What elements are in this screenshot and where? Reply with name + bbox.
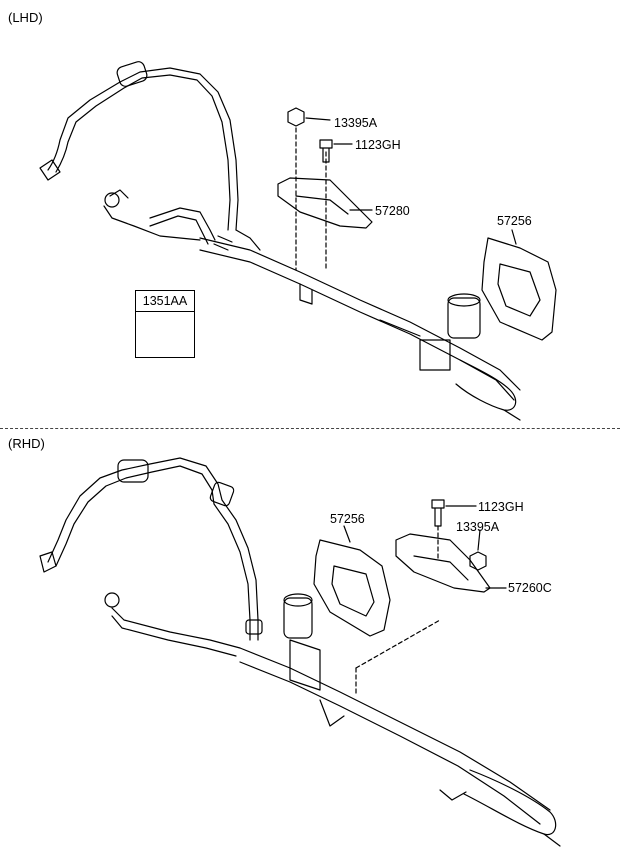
lhd-bracket-57280 xyxy=(277,177,373,229)
rhd-label-bracket: 57260C xyxy=(508,581,552,595)
lhd-hose-sleeve xyxy=(116,61,148,87)
rhd-rack-housing xyxy=(239,647,551,811)
rhd-bracket-57260c xyxy=(395,533,491,593)
lhd-label-nut: 13395A xyxy=(334,116,378,130)
section-divider xyxy=(0,428,620,429)
rhd-nut-13395a xyxy=(469,551,487,571)
rhd-steering-gear-assembly xyxy=(39,457,561,847)
rhd-cover-57256 xyxy=(313,539,391,637)
rhd-valve-body xyxy=(283,597,313,639)
lhd-valve-body xyxy=(447,297,481,339)
lhd-rack-housing xyxy=(199,237,521,391)
grommet-part-number: 1351AA xyxy=(136,291,194,312)
lhd-hose-fitting xyxy=(39,159,61,181)
rhd-label-bolt: 1123GH xyxy=(478,500,524,514)
lhd-bolt-1123gh xyxy=(319,139,333,163)
rhd-bolt-1123gh xyxy=(431,499,445,527)
rhd-label-cover: 57256 xyxy=(330,512,365,526)
lhd-label-cover: 57256 xyxy=(497,214,532,228)
lhd-cover-57256 xyxy=(481,237,557,341)
section-title-rhd: (RHD) xyxy=(8,436,45,451)
lhd-nut-13395a xyxy=(287,107,305,127)
lhd-tie-rod-end xyxy=(104,192,120,208)
lhd-pressure-hose xyxy=(47,67,239,231)
rhd-hose-sleeve xyxy=(117,459,149,483)
lhd-label-bolt: 1123GH xyxy=(355,138,401,152)
lhd-label-bracket: 57280 xyxy=(375,204,410,218)
rhd-hose-fitting xyxy=(39,551,57,573)
grommet-part-box: 1351AA xyxy=(135,290,195,358)
lhd-steering-gear-assembly xyxy=(39,61,521,421)
rhd-label-nut: 13395A xyxy=(456,520,500,534)
rhd-tie-rod-end xyxy=(104,592,120,608)
rhd-pressure-hose xyxy=(47,457,259,641)
section-title-lhd: (LHD) xyxy=(8,10,43,25)
